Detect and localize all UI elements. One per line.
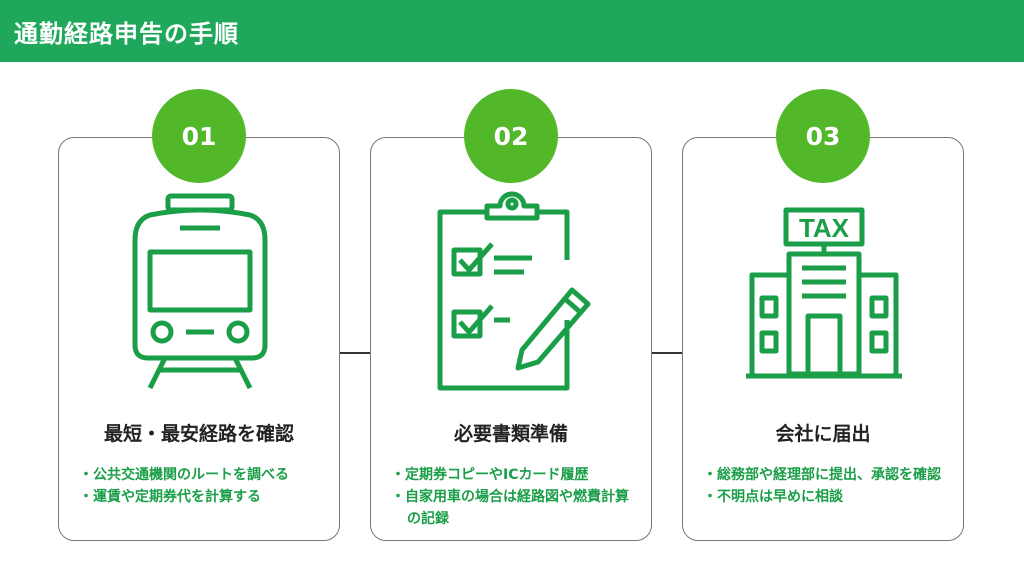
step-number-badge: 02 — [464, 89, 558, 183]
step-card-1: 最短・最安経路を確認 公共交通機関のルートを調べる 運賃や定期券代を計算する — [58, 137, 340, 541]
step-bullets: 総務部や経理部に提出、承認を確認 不明点は早めに相談 — [703, 464, 953, 508]
step-title: 最短・最安経路を確認 — [103, 423, 294, 445]
step-card-2: 必要書類準備 定期券コピーやICカード履歴 自家用車の場合は経路図や燃費計算の記… — [370, 137, 652, 541]
tax-sign-text: TAX — [799, 213, 850, 243]
step-number-badge: 03 — [776, 89, 870, 183]
train-icon — [132, 193, 268, 390]
header-bar: 通勤経路申告の手順 — [0, 0, 1024, 62]
step-title: 会社に届出 — [775, 423, 871, 445]
step-number-badge: 01 — [152, 89, 246, 183]
page-title: 通勤経路申告の手順 — [14, 20, 239, 48]
tax-office-building-icon: TAX — [746, 207, 902, 379]
step-bullets: 定期券コピーやICカード履歴 自家用車の場合は経路図や燃費計算の記録 — [391, 464, 641, 530]
connector-line — [652, 352, 682, 354]
step-title: 必要書類準備 — [453, 423, 568, 445]
bullet-item: 自家用車の場合は経路図や燃費計算の記録 — [391, 486, 641, 530]
bullet-item: 運賃や定期券代を計算する — [79, 486, 329, 508]
clipboard-checklist-icon — [437, 191, 591, 391]
bullet-item: 不明点は早めに相談 — [703, 486, 953, 508]
step-card-3: TAX 会社に届出 総務部や経理部に提出、承認を確認 不明点は早めに相談 — [682, 137, 964, 541]
connector-line — [340, 352, 370, 354]
bullet-item: 公共交通機関のルートを調べる — [79, 464, 329, 486]
step-bullets: 公共交通機関のルートを調べる 運賃や定期券代を計算する — [79, 464, 329, 508]
bullet-item: 総務部や経理部に提出、承認を確認 — [703, 464, 953, 486]
bullet-item: 定期券コピーやICカード履歴 — [391, 464, 641, 486]
